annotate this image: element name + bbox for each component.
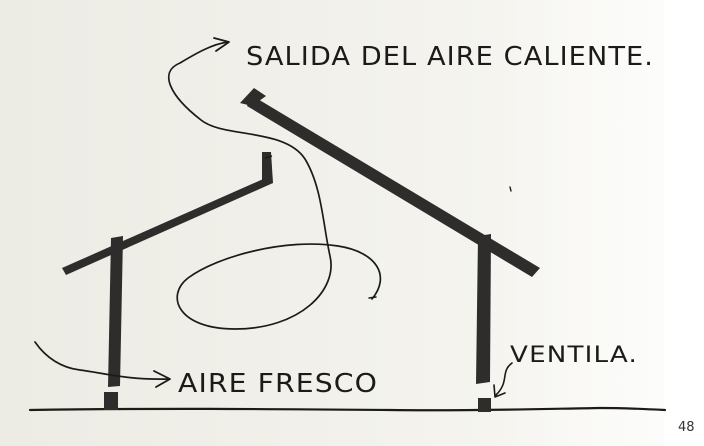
fresh-air-arrow — [34, 341, 169, 380]
fresh-air-label: AIRE FRESCO — [178, 369, 378, 399]
high-roof-ridge-cap — [240, 88, 266, 106]
left-wall — [108, 236, 123, 387]
low-roof-beam — [62, 176, 273, 275]
right-wall-footing — [478, 398, 491, 412]
vent-arrowhead — [493, 384, 506, 398]
vent-arrow — [495, 362, 513, 396]
air-circulation-loop — [168, 41, 382, 330]
fresh-air-arrowhead — [153, 370, 171, 388]
vent-label: VENTILA. — [510, 343, 638, 368]
stray-mark — [368, 186, 512, 299]
low-roof-chimney — [262, 152, 273, 186]
left-wall-footing — [104, 392, 118, 410]
high-roof-beam — [247, 95, 540, 277]
ground-line — [28, 406, 667, 412]
hot-air-exit-label: SALIDA DEL AIRE CALIENTE. — [246, 42, 654, 72]
low-roof-ridge-tick — [264, 155, 273, 159]
page-number: 48 — [678, 420, 695, 435]
right-wall — [476, 234, 491, 384]
hot-air-arrowhead — [213, 37, 230, 52]
